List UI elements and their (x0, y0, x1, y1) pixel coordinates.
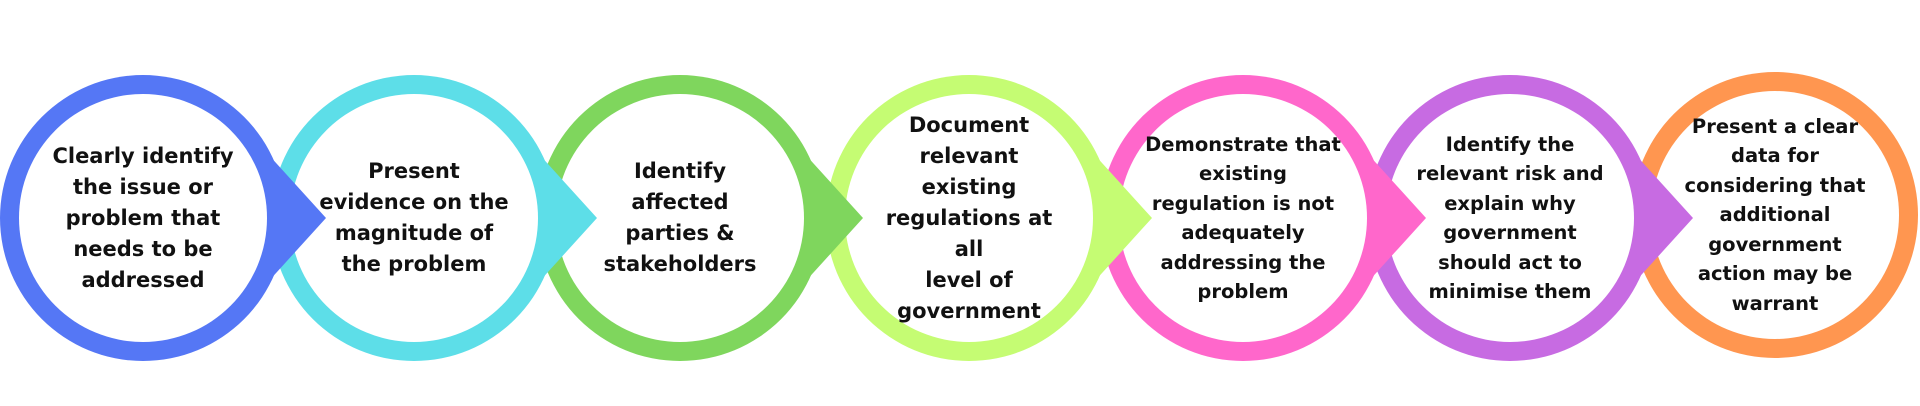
step-3-arrow (794, 142, 863, 294)
step-7-ring (1632, 72, 1918, 358)
step-2-arrow (528, 142, 597, 294)
step-2-text: Present evidence on the magnitude of the… (319, 159, 509, 276)
step-3-text: Identify affected parties & stakeholders (603, 159, 757, 276)
step-5-ring (1100, 75, 1426, 361)
step-3-ring (537, 75, 863, 361)
step-1-inner-circle (19, 94, 267, 342)
step-1-arrow (257, 142, 326, 294)
step-5-arrow (1357, 142, 1426, 294)
step-4-arrow (1083, 142, 1152, 294)
step-6-ring (1367, 75, 1693, 361)
step-4-text: Document relevant existing regulations a… (885, 112, 1053, 323)
step-6-text: Identify the relevant risk and explain w… (1416, 132, 1604, 304)
step-7-text: Present a clear data for considering tha… (1684, 114, 1866, 315)
step-5-text: Demonstrate that existing regulation is … (1145, 132, 1341, 304)
step-3-inner-circle (556, 94, 804, 342)
step-1-ring (0, 75, 326, 361)
step-2-inner-circle (290, 94, 538, 342)
step-6-arrow (1624, 142, 1693, 294)
step-4-inner-circle (845, 94, 1093, 342)
step-5-inner-circle (1119, 94, 1367, 342)
step-7-inner-circle (1651, 91, 1899, 339)
step-2-ring (271, 75, 597, 361)
step-4-ring (826, 75, 1152, 361)
step-6-inner-circle (1386, 94, 1634, 342)
step-1-text: Clearly identify the issue or problem th… (52, 143, 234, 292)
